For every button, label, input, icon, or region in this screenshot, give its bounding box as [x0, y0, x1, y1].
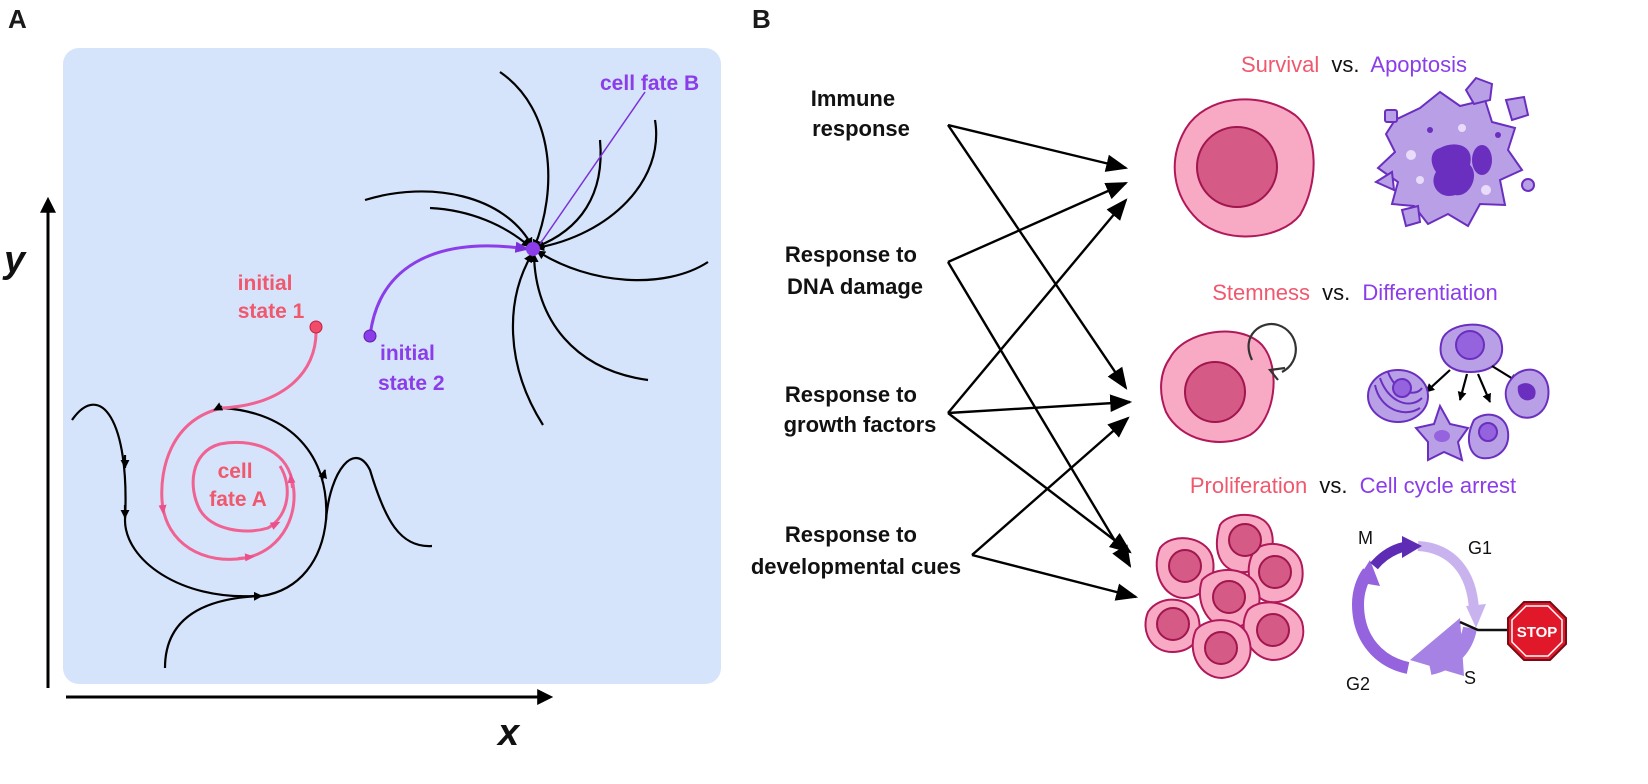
cycle-a-streamlines: [71, 403, 433, 669]
phase-plane-background: [63, 48, 721, 684]
cycle-segment-g1: [1417, 541, 1479, 611]
cell-fate-a-label: cell fate A: [209, 460, 267, 511]
arrest-inhibition-line: [1459, 620, 1508, 632]
panel-b: B Immune response Response to DNA damage…: [751, 4, 1567, 694]
trajectory-arrow-5: [267, 521, 281, 530]
initial-state-2-point: [363, 329, 377, 343]
panel-b-letter: B: [752, 4, 771, 34]
trajectory-state-2: [368, 241, 530, 337]
node-b-streamlines: [364, 71, 709, 426]
stimulus-immune-response: Immune response: [811, 86, 910, 141]
stimulus-growth-factors: Response to growth factors: [784, 382, 937, 437]
self-renewal-arrow: [1247, 322, 1297, 373]
trajectory-arrow-2: [158, 499, 167, 515]
fate-b-pointer-line: [539, 91, 646, 245]
stop-sign-text: STOP: [1517, 624, 1558, 641]
apoptotic-cell-illustration: [1373, 76, 1535, 228]
trajectory-arrow-1: [213, 402, 224, 411]
initial-state-1-point: [309, 320, 323, 334]
panel-a: A y x: [2, 4, 721, 754]
cell-fate-b-node: [526, 242, 540, 256]
self-renewal-arrowhead: [1267, 366, 1286, 381]
stop-sign-icon: [1507, 601, 1567, 661]
stem-cell-illustration: [1160, 330, 1275, 443]
stimulus-developmental-cues: Response to developmental cues: [751, 522, 961, 579]
initial-state-2-label: initial state 2: [378, 342, 445, 395]
panel-a-letter: A: [8, 4, 27, 34]
fate-title-survival-apoptosis: Survival vs. Apoptosis: [1241, 52, 1467, 77]
cycle-segment-g2: [1351, 568, 1410, 674]
fate-title-proliferation-arrest: Proliferation vs. Cell cycle arrest: [1190, 473, 1516, 498]
stimulus-arrows: [946, 123, 1139, 601]
phase-label-g1: G1: [1468, 538, 1492, 558]
phase-label-s: S: [1464, 668, 1476, 688]
fate-title-stemness-differentiation: Stemness vs. Differentiation: [1212, 280, 1498, 305]
cell-fate-b-label: cell fate B: [600, 72, 699, 95]
phase-label-g2: G2: [1346, 674, 1370, 694]
trajectory-arrow-3: [237, 553, 255, 562]
proliferation-cluster: [1144, 513, 1305, 680]
phase-label-m: M: [1358, 528, 1373, 548]
cell-cycle-diagram: STOP M G1 S G2: [1346, 528, 1567, 694]
surviving-cell-illustration: [1173, 98, 1315, 238]
trajectory-arrow-4: [287, 473, 296, 489]
initial-state-1-label: initial state 1: [238, 272, 305, 323]
stimulus-dna-damage: Response to DNA damage: [785, 242, 923, 299]
differentiation-illustration: [1367, 323, 1550, 462]
x-axis-label: x: [496, 712, 521, 754]
y-axis-label: y: [2, 239, 27, 281]
